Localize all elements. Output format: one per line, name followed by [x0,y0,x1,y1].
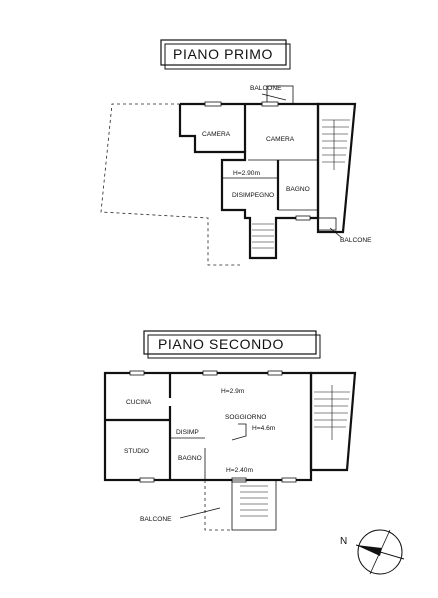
floor2-height-mid-label: H=4.6m [252,425,276,432]
floor2-stairs [314,385,350,440]
floor2-cucina-label: CUCINA [126,399,152,406]
floor1-terrace-outline [100,103,240,266]
floor1-right-balcony [317,217,337,231]
compass-north-label: N [340,536,347,547]
floor2-soggiorno-label: SOGGIORNO [225,414,266,421]
floor1-title: PIANO PRIMO [173,46,273,62]
floor2-height-top-label: H=2.9m [221,388,245,395]
floor1-title-box: PIANO PRIMO [160,39,291,70]
floor1-camera-left-label: CAMERA [202,131,231,138]
floor1-height-label: H=2.90m [233,170,260,177]
floor2-lower-landing [231,479,277,531]
floor2-stair-block [309,371,357,472]
floor1-outer-wall [178,102,320,260]
floor2-balcone-label: BALCONE [140,516,172,523]
floor1-stair-block [316,102,357,234]
floor1-lower-stairs [252,223,274,249]
compass-needle-icon [356,545,382,556]
north-compass: N [340,529,405,575]
floor2-height-low-label: H=2.40m [226,467,253,474]
floor1-bagno-label: BAGNO [286,186,310,193]
floor2-lower-stairs [240,485,268,517]
floor1-stairs [322,119,350,170]
floor2-bagno-label: BAGNO [178,455,202,462]
floor1-plan: BALCONE CAMERA CAMERA H=2.90m DISIMPEGNO… [100,85,372,266]
floor1-balcone-top-label: BALCONE [250,85,282,92]
floor1-disimpegno-label: DISIMPEGNO [232,192,274,199]
floor2-plan: CUCINA H=2.9m SOGGIORNO H=4.6m DISIMP ST… [103,370,357,531]
floor1-balcone-right-label: BALCONE [340,237,372,244]
floor1-camera-right-label: CAMERA [266,136,295,143]
floor2-disimp-label: DISIMP [176,429,199,436]
floor2-title-box: PIANO SECONDO [143,330,321,359]
floor2-studio-label: STUDIO [124,448,149,455]
floor2-outer-wall [103,371,313,482]
floor2-title: PIANO SECONDO [158,336,284,352]
